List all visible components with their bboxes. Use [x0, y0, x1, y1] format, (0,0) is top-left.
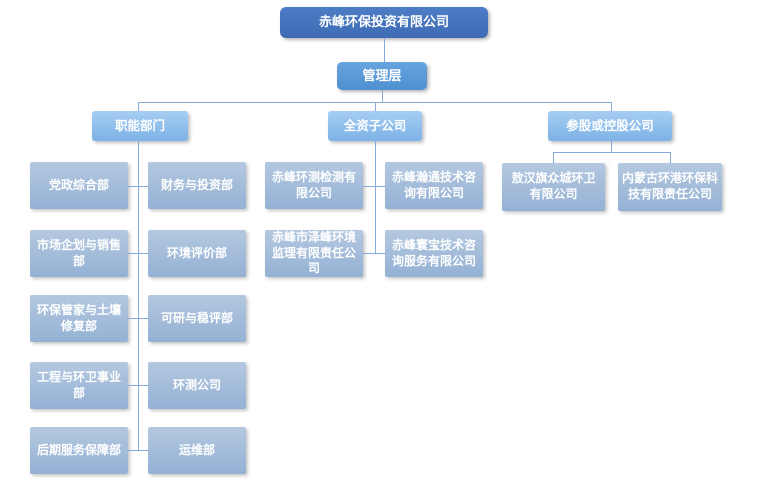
subsidiary-node: 赤峰市泽峰环境监理有限责任公司: [265, 230, 363, 277]
branch-header-functional-departments: 职能部门: [92, 111, 188, 141]
connector-line: [670, 152, 671, 163]
holding-company-node: 敖汉旗众城环卫有限公司: [502, 163, 605, 211]
dept-node: 市场企划与销售部: [30, 230, 128, 277]
connector-line: [138, 141, 139, 450]
connector-line: [375, 102, 376, 111]
connector-line: [363, 253, 386, 254]
dept-node: 财务与投资部: [148, 162, 246, 209]
dept-node: 后期服务保障部: [30, 427, 128, 474]
connector-line: [363, 186, 386, 187]
connector-line: [611, 102, 612, 111]
connector-line: [375, 141, 376, 254]
dept-node: 环境评价部: [148, 230, 246, 277]
connector-line: [382, 90, 383, 102]
connector-line: [553, 152, 554, 163]
connector-line: [127, 385, 149, 386]
subsidiary-node: 赤峰寰宝技术咨询服务有限公司: [385, 230, 483, 277]
org-management-node: 管理层: [337, 62, 427, 90]
dept-node: 环测公司: [148, 362, 246, 409]
connector-line: [127, 450, 149, 451]
branch-header-wholly-owned-subsidiaries: 全资子公司: [328, 111, 422, 141]
connector-line: [553, 152, 671, 153]
connector-line: [127, 253, 149, 254]
connector-line: [611, 141, 612, 152]
subsidiary-node: 赤峰瀚通技术咨询有限公司: [385, 162, 483, 209]
connector-line: [127, 186, 149, 187]
dept-node: 党政综合部: [30, 162, 128, 209]
dept-node: 可研与稳评部: [148, 295, 246, 342]
dept-node: 运维部: [148, 427, 246, 474]
holding-company-node: 内蒙古环港环保科技有限责任公司: [618, 163, 722, 211]
dept-node: 工程与环卫事业部: [30, 362, 128, 409]
org-root-node: 赤峰环保投资有限公司: [280, 7, 488, 38]
connector-line: [384, 38, 385, 62]
branch-header-holding-companies: 参股或控股公司: [548, 111, 672, 141]
dept-node: 环保管家与土壤修复部: [30, 295, 128, 342]
connector-line: [127, 318, 149, 319]
subsidiary-node: 赤峰环测检测有限公司: [265, 162, 363, 209]
connector-line: [138, 102, 139, 111]
